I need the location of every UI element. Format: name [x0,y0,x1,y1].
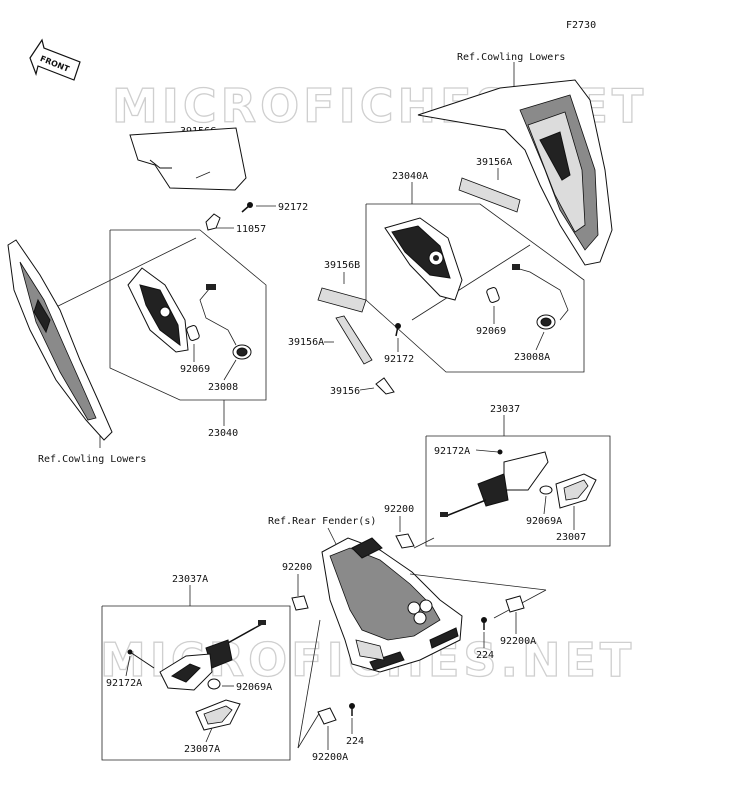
part-11057[interactable]: 11057 [236,224,266,235]
lamp-housing-left [127,267,189,353]
front-arrow-icon: FRONT [29,38,81,81]
part-92172A-left[interactable]: 92172A [106,678,142,689]
part-23007[interactable]: 23007 [556,532,586,543]
part-92069A-left[interactable]: 92069A [236,682,272,693]
part-23007A[interactable]: 23007A [184,744,220,755]
part-92069-left[interactable]: 92069 [180,364,210,375]
screw-92172-mid [395,323,401,337]
lens-23007A [195,699,241,731]
cowling-lower-right [417,79,613,266]
strip-39156A-mid [335,315,373,365]
clip-92200-right [395,533,415,549]
socket-23008 [199,284,252,360]
bulb-92069-right [486,287,500,303]
strip-39156A-top [458,177,521,213]
part-92200A-bottom[interactable]: 92200A [312,752,348,763]
part-92172A-right[interactable]: 92172A [434,446,470,457]
part-92069A-right[interactable]: 92069A [526,516,562,527]
part-92200-right[interactable]: 92200 [384,504,414,515]
part-23008[interactable]: 23008 [208,382,238,393]
diagram-id: F2730 [566,20,596,31]
part-39156[interactable]: 39156 [330,386,360,397]
screw-92172A-right [497,449,503,455]
ref-cowling-lowers-top[interactable]: Ref.Cowling Lowers [457,52,565,63]
part-23037A[interactable]: 23037A [172,574,208,585]
box-23040 [109,229,267,401]
screw-224-bottom [349,703,355,716]
bulb-92069A-right [539,485,553,495]
part-39156B[interactable]: 39156B [324,260,360,271]
part-23008A[interactable]: 23008A [514,352,550,363]
part-92172-left[interactable]: 92172 [278,202,308,213]
screw-92172-left [241,202,253,213]
clip-92200A-right [505,595,525,613]
part-224-bottom[interactable]: 224 [346,736,364,747]
part-23037[interactable]: 23037 [490,404,520,415]
clip-92200A-bottom [317,707,337,725]
ref-rear-fender[interactable]: Ref.Rear Fender(s) [268,516,376,527]
lamp-housing-mid [384,217,463,301]
bulb-92069A-left [207,678,221,690]
part-23040A[interactable]: 23040A [392,171,428,182]
ref-cowling-lowers-left[interactable]: Ref.Cowling Lowers [38,454,146,465]
clip-39156 [375,377,395,395]
bulb-92069-left [186,325,200,341]
turn-signal-left [159,620,266,691]
part-224-right[interactable]: 224 [476,650,494,661]
rear-fender [321,537,463,673]
pad-39156C [129,127,247,191]
turn-signal-right [440,451,549,517]
cowling-lower-left [7,239,113,441]
part-23040[interactable]: 23040 [208,428,238,439]
part-39156A-mid[interactable]: 39156A [288,337,324,348]
clip-11057 [205,213,221,231]
screw-92172A-left [127,649,155,669]
box-23037 [425,435,611,547]
socket-23008A [512,264,569,330]
lens-23007 [555,473,597,509]
part-92172-mid[interactable]: 92172 [384,354,414,365]
screw-224-right [481,617,487,630]
box-23037A [101,605,291,761]
part-92200A-right[interactable]: 92200A [500,636,536,647]
part-92200-left[interactable]: 92200 [282,562,312,573]
strip-39156B [317,287,367,313]
part-39156A-top[interactable]: 39156A [476,157,512,168]
part-92069-right[interactable]: 92069 [476,326,506,337]
clip-92200-left [291,595,309,611]
